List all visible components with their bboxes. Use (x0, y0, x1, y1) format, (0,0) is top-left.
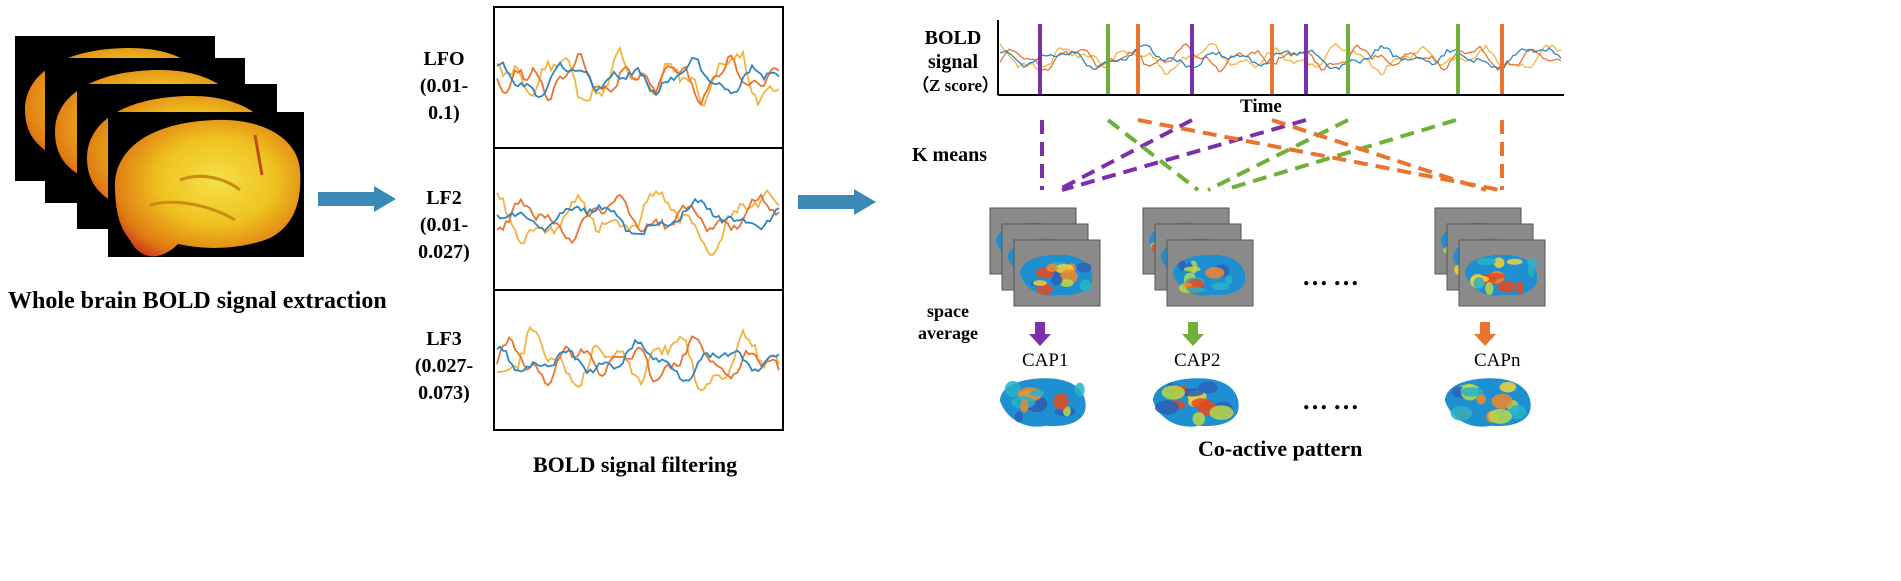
brain-map-blob (1476, 257, 1497, 266)
signal-trace-blue (496, 338, 780, 383)
brain-map-blob (1198, 381, 1218, 394)
capn-stack (1434, 207, 1546, 427)
brain-slices-svg (15, 36, 304, 257)
brain-map-blob (1020, 399, 1029, 413)
brain-map-blob (1493, 257, 1505, 269)
brain-map-blob (1211, 282, 1229, 291)
cap1-stack (989, 207, 1101, 427)
band-labels: LFO (0.01- 0.1) LF2 (0.01- 0.027) LF3 (0… (403, 0, 493, 581)
bold-signal-label: BOLD signal （Z score） (912, 27, 1000, 95)
brain-map-blob (1051, 275, 1063, 286)
signal-trace-orange (496, 192, 780, 245)
brain-map-blob (1527, 264, 1536, 277)
brain-map-blob (1191, 398, 1212, 409)
brain-map-blob (1074, 382, 1085, 397)
section3-caption: Co-active pattern (1198, 436, 1363, 461)
brain-map-blob (1192, 412, 1206, 426)
kmeans-connections (1040, 118, 1504, 192)
brain-map-blob (1029, 390, 1045, 397)
zscore-signal-plot (997, 20, 1564, 96)
brain-map-blob (1497, 280, 1517, 293)
brain-map-blob (1476, 393, 1487, 405)
brain-map-blob (1460, 387, 1484, 397)
brain-slice-4 (108, 112, 304, 257)
brain-map-blob (1154, 400, 1180, 415)
kmeans-label: K means (912, 144, 987, 166)
brain-map-blob (1182, 282, 1192, 288)
brain-map-blob (1204, 267, 1225, 279)
brain-map-blob (1485, 273, 1506, 280)
brain-map-blob (1180, 388, 1204, 397)
signal-trace-orange (496, 53, 780, 107)
section2-caption: BOLD signal filtering (533, 452, 738, 477)
cap1-label: CAP1 (1022, 350, 1069, 371)
brain-map-blob (1080, 279, 1092, 292)
brain-map-blob (1516, 280, 1524, 295)
brain-map-blob (1506, 258, 1523, 265)
ellipsis-top: …… (1302, 262, 1364, 291)
time-label: Time (1240, 96, 1282, 117)
brain-map-blob (1004, 380, 1021, 398)
brain-map-blob (1225, 275, 1233, 284)
brain-map-blob (1014, 411, 1024, 423)
ellipsis-bottom: …… (1302, 386, 1364, 415)
brain-map-blob (1046, 263, 1059, 272)
signal-trace-blue (496, 56, 780, 99)
section1-caption: Whole brain BOLD signal extraction (8, 288, 387, 314)
down-arrow-icon (1029, 322, 1051, 346)
capn-label: CAPn (1474, 350, 1521, 371)
brain-slices-stack (0, 0, 380, 300)
brain-map-blob (1161, 385, 1185, 400)
brain-map-blob (1527, 258, 1538, 268)
brain-map-blob (1053, 392, 1069, 410)
brain-map-blob (1473, 277, 1485, 289)
band-label-lfo: LFO (0.01- 0.1) (419, 48, 469, 124)
signal-trace-orange (496, 335, 780, 387)
down-arrow-icon (1182, 322, 1204, 346)
arrow-right-icon (318, 186, 396, 212)
brain-map-blob (1485, 282, 1494, 296)
cap2-label: CAP2 (1174, 350, 1221, 371)
band-label-lf2: LF2 (0.01- 0.027) (418, 187, 470, 263)
zscore-trace-blue (999, 44, 1562, 71)
brain-map-blob (1059, 279, 1074, 288)
brain-map-blob (1076, 262, 1092, 273)
brain-map-blob (1499, 381, 1517, 393)
brain-map-blob (1491, 393, 1513, 409)
signal-trace-blue (496, 197, 780, 236)
zscore-trace-orange (999, 42, 1562, 73)
brain-map-blob (1063, 406, 1071, 417)
brain-map-blob (1450, 405, 1472, 421)
space-average-label: space average (918, 301, 978, 343)
brain-map-blob (1183, 266, 1201, 272)
cap2-stack (1142, 207, 1254, 427)
filtered-signals-panel (493, 6, 784, 431)
arrow-right-icon (798, 189, 876, 215)
down-arrow-icon (1474, 322, 1496, 346)
band-label-lf3: LF3 (0.027- 0.073) (414, 328, 474, 404)
brain-map-blob (1209, 405, 1234, 420)
brain-map-blob (1186, 287, 1206, 293)
brain-map-blob (1036, 283, 1053, 295)
signal-trace-yellow (496, 325, 780, 392)
cap-map-stacks (989, 207, 1546, 427)
brain-map-blob (1488, 408, 1512, 424)
brain-map-blob (1033, 280, 1047, 287)
brain-map-blob (1178, 260, 1187, 271)
